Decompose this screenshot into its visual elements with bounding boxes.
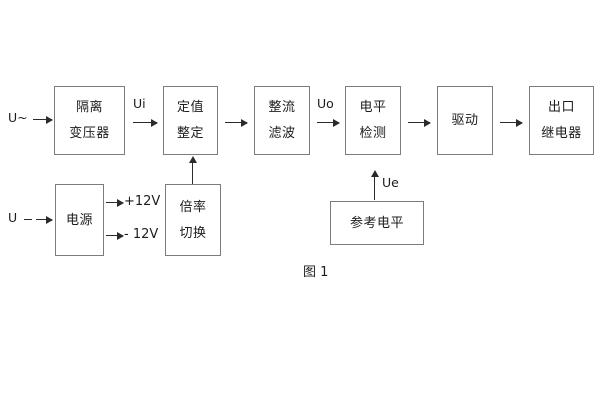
arrow-isolation-transformer-to-setting-value — [133, 118, 158, 127]
block-rectifier-filter-line1: 整流 — [268, 100, 296, 115]
arrow-rail-positive — [106, 198, 124, 207]
arrow-input-dc-to-power-supply — [36, 215, 53, 224]
figure-caption: 图 1 — [303, 265, 329, 280]
block-rectifier-filter: 整流 滤波 — [254, 86, 310, 155]
block-isolation-transformer-line2: 变压器 — [69, 126, 110, 141]
arrow-drive-to-output-relay — [500, 118, 523, 127]
block-output-relay-line2: 继电器 — [541, 126, 582, 141]
arrow-reference-level-to-level-detection — [370, 170, 379, 200]
block-output-relay-line1: 出口 — [547, 100, 575, 115]
block-multiplier-switch-line1: 倍率 — [179, 199, 207, 215]
signal-uo-label: Uo — [317, 96, 334, 111]
block-level-detection-line2: 检测 — [359, 126, 387, 141]
rail-positive-label: +12V — [124, 194, 161, 209]
rail-negative-label: - 12V — [124, 227, 159, 242]
input-ac-label: U~ — [8, 110, 28, 125]
arrow-input-ac-to-isolation-transformer — [33, 115, 53, 124]
signal-ui-label: Ui — [133, 96, 146, 111]
input-dc-label: U — [8, 210, 18, 225]
block-output-relay: 出口 继电器 — [529, 86, 594, 155]
block-setting-value: 定值 整定 — [163, 86, 218, 155]
block-drive: 驱动 — [437, 86, 493, 155]
block-isolation-transformer: 隔离 变压器 — [54, 86, 125, 155]
input-dc-dash — [24, 219, 32, 220]
block-rectifier-filter-line2: 滤波 — [268, 126, 296, 141]
block-power-supply: 电源 — [55, 184, 104, 256]
block-reference-level-line1: 参考电平 — [349, 215, 404, 231]
block-multiplier-switch-line2: 切换 — [179, 225, 207, 241]
arrow-multiplier-switch-to-setting-value — [188, 156, 197, 184]
arrow-rail-negative — [106, 231, 124, 240]
block-level-detection: 电平 检测 — [345, 86, 401, 155]
arrow-level-detection-to-drive — [408, 118, 431, 127]
arrow-rectifier-filter-to-level-detection — [317, 118, 340, 127]
block-multiplier-switch: 倍率 切换 — [165, 184, 221, 256]
block-power-supply-line1: 电源 — [65, 212, 93, 228]
signal-ue-label: Ue — [382, 175, 399, 190]
block-isolation-transformer-line1: 隔离 — [75, 100, 103, 115]
block-drive-line1: 驱动 — [451, 113, 479, 128]
arrow-setting-value-to-rectifier-filter — [225, 118, 248, 127]
block-level-detection-line1: 电平 — [359, 100, 387, 115]
block-setting-value-line2: 整定 — [176, 126, 204, 141]
block-reference-level: 参考电平 — [330, 201, 424, 245]
block-setting-value-line1: 定值 — [176, 100, 204, 115]
